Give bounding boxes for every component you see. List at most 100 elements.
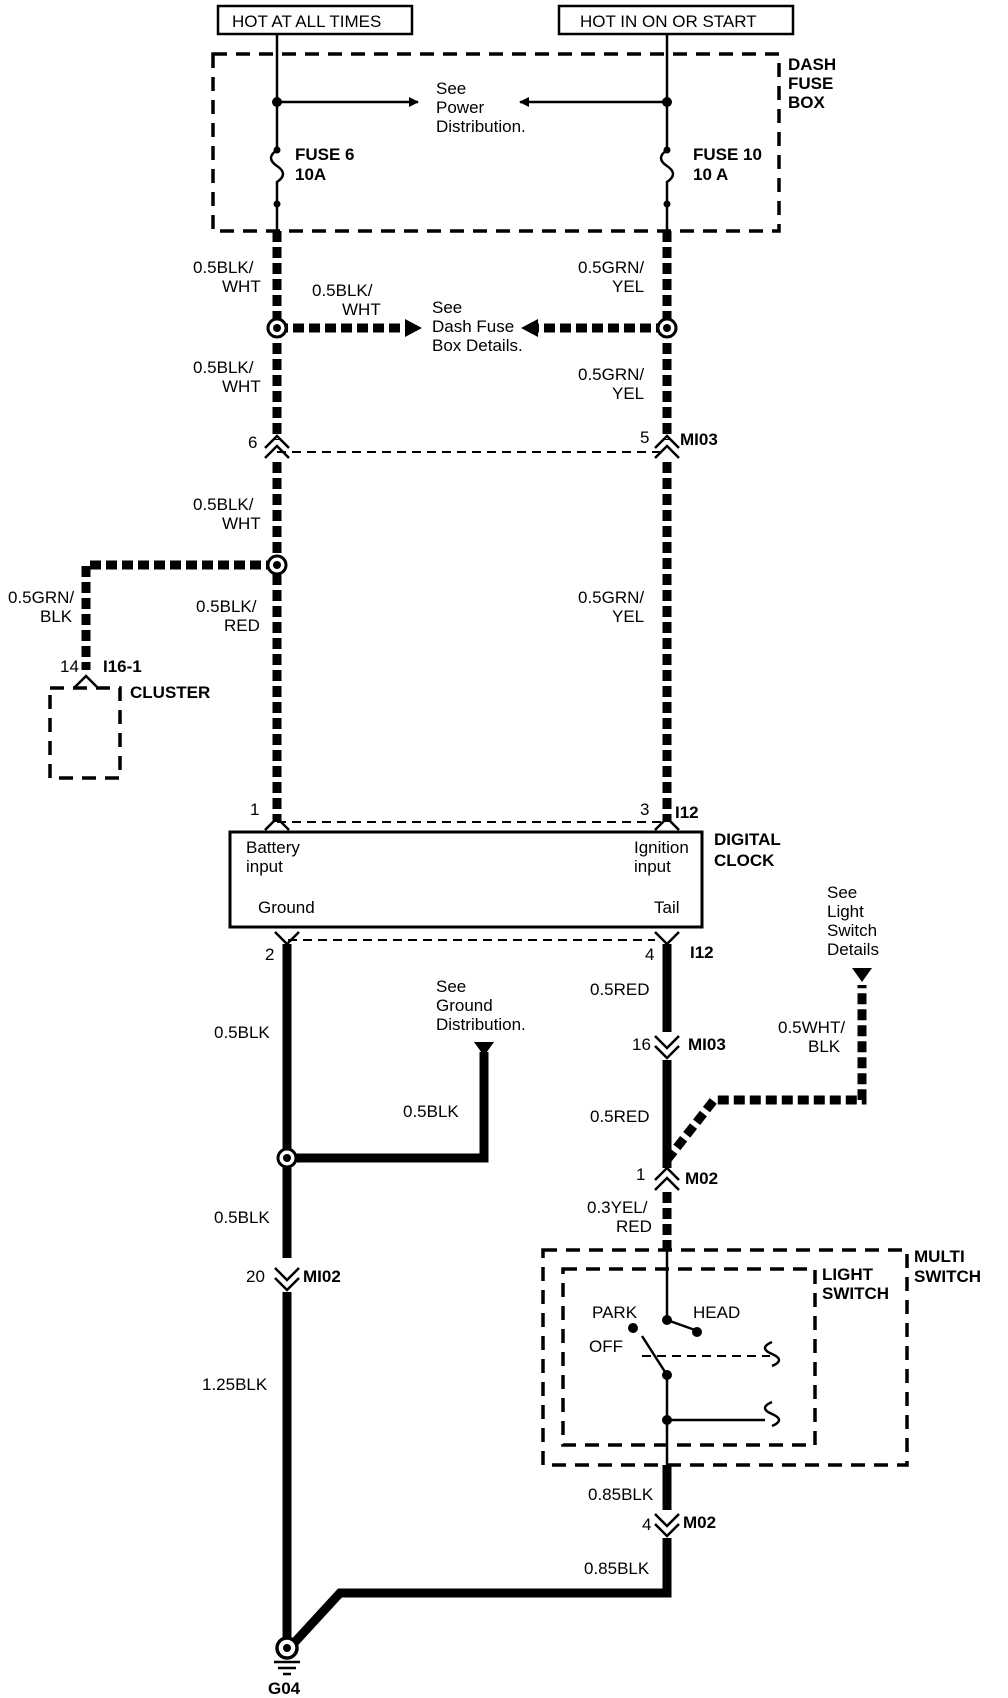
svg-text:BOX: BOX xyxy=(788,93,826,112)
connector-i12-bottom: 2 4 I12 xyxy=(265,931,714,964)
wire-085-blk-lower xyxy=(290,1538,672,1647)
svg-text:20: 20 xyxy=(246,1267,265,1286)
svg-text:LIGHT: LIGHT xyxy=(822,1265,874,1284)
svg-text:HEAD: HEAD xyxy=(693,1303,740,1322)
svg-text:FUSE: FUSE xyxy=(788,74,833,93)
svg-text:MI03: MI03 xyxy=(680,430,718,449)
svg-text:1: 1 xyxy=(636,1165,645,1184)
svg-text:CLOCK: CLOCK xyxy=(714,851,775,870)
connector-mi03-upper: 6 5 MI03 xyxy=(248,428,718,459)
svg-text:MI03: MI03 xyxy=(688,1035,726,1054)
svg-text:See: See xyxy=(436,79,466,98)
svg-text:FUSE 6: FUSE 6 xyxy=(295,145,355,164)
svg-text:I12: I12 xyxy=(690,943,714,962)
svg-text:WHT: WHT xyxy=(222,514,261,533)
svg-text:RED: RED xyxy=(616,1217,652,1236)
svg-text:16: 16 xyxy=(632,1035,651,1054)
svg-text:1: 1 xyxy=(250,800,259,819)
svg-text:SWITCH: SWITCH xyxy=(822,1284,889,1303)
svg-text:Switch: Switch xyxy=(827,921,877,940)
svg-text:HOT IN ON OR START: HOT IN ON OR START xyxy=(580,12,757,31)
digital-clock: Battery input Ignition input Ground Tail… xyxy=(228,830,781,929)
svg-text:See: See xyxy=(432,298,462,317)
multi-switch: MULTI SWITCH xyxy=(541,1247,981,1467)
svg-text:input: input xyxy=(246,857,283,876)
svg-text:0.5GRN/: 0.5GRN/ xyxy=(8,588,74,607)
svg-text:M02: M02 xyxy=(685,1169,718,1188)
power-distribution-note: See Power Distribution. xyxy=(436,79,526,136)
svg-text:Ground: Ground xyxy=(258,898,315,917)
svg-text:0.5RED: 0.5RED xyxy=(590,980,650,999)
header-hot-in-on-or-start: HOT IN ON OR START xyxy=(557,4,795,36)
svg-text:WHT: WHT xyxy=(222,377,261,396)
svg-text:M02: M02 xyxy=(683,1513,716,1532)
svg-text:WHT: WHT xyxy=(222,277,261,296)
svg-text:input: input xyxy=(634,857,671,876)
svg-text:1.25BLK: 1.25BLK xyxy=(202,1375,268,1394)
dash-fuse-box: DASH FUSE BOX xyxy=(211,52,836,233)
svg-text:0.5BLK: 0.5BLK xyxy=(214,1023,270,1042)
light-switch-contacts: PARK HEAD OFF xyxy=(589,1303,781,1428)
svg-text:Dash Fuse: Dash Fuse xyxy=(432,317,514,336)
svg-text:YEL: YEL xyxy=(612,607,644,626)
svg-text:0.5BLK/: 0.5BLK/ xyxy=(196,597,257,616)
svg-text:YEL: YEL xyxy=(612,277,644,296)
wire-blk-ground-dist xyxy=(287,1052,489,1163)
svg-text:BLK: BLK xyxy=(40,607,73,626)
svg-text:0.5WHT/: 0.5WHT/ xyxy=(778,1018,845,1037)
svg-text:OFF: OFF xyxy=(589,1337,623,1356)
connector-mi03-lower: 16 MI03 xyxy=(632,1035,726,1060)
svg-text:0.5BLK/: 0.5BLK/ xyxy=(193,258,254,277)
light-switch-details-note: See Light Switch Details xyxy=(827,883,879,959)
svg-text:G04: G04 xyxy=(268,1679,301,1698)
svg-text:0.5BLK/: 0.5BLK/ xyxy=(193,358,254,377)
connector-m02-top: 1 M02 xyxy=(636,1165,718,1191)
svg-text:3: 3 xyxy=(640,800,649,819)
svg-text:Distribution.: Distribution. xyxy=(436,1015,526,1034)
connector-mi02: 20 MI02 xyxy=(246,1267,341,1292)
svg-text:Tail: Tail xyxy=(654,898,680,917)
svg-text:HOT AT ALL TIMES: HOT AT ALL TIMES xyxy=(232,12,381,31)
svg-text:Distribution.: Distribution. xyxy=(436,117,526,136)
svg-text:5: 5 xyxy=(640,428,649,447)
wire-grn-blk xyxy=(81,560,277,670)
svg-text:0.5BLK: 0.5BLK xyxy=(214,1208,270,1227)
ground-g04: G04 xyxy=(268,1636,301,1698)
dash-fuse-details-note: See Dash Fuse Box Details. xyxy=(432,298,523,355)
svg-text:14: 14 xyxy=(60,657,79,676)
svg-text:DASH: DASH xyxy=(788,55,836,74)
svg-text:0.5BLK: 0.5BLK xyxy=(403,1102,459,1121)
light-switch: LIGHT SWITCH xyxy=(561,1265,889,1447)
svg-text:YEL: YEL xyxy=(612,384,644,403)
svg-text:SWITCH: SWITCH xyxy=(914,1267,981,1286)
svg-text:Ground: Ground xyxy=(436,996,493,1015)
connector-i16-1: 14 I16-1 xyxy=(60,657,142,689)
svg-text:4: 4 xyxy=(645,945,654,964)
ground-distribution-note: See Ground Distribution. xyxy=(436,977,526,1034)
svg-text:See: See xyxy=(827,883,857,902)
svg-text:Details: Details xyxy=(827,940,879,959)
svg-text:0.85BLK: 0.85BLK xyxy=(584,1559,650,1578)
connector-m02-bottom: 4 M02 xyxy=(642,1513,716,1538)
svg-text:0.5GRN/: 0.5GRN/ xyxy=(578,365,644,384)
svg-text:CLUSTER: CLUSTER xyxy=(130,683,210,702)
svg-text:PARK: PARK xyxy=(592,1303,638,1322)
connector-i12-top: 1 3 I12 xyxy=(250,800,699,831)
svg-text:Light: Light xyxy=(827,902,864,921)
svg-text:RED: RED xyxy=(224,616,260,635)
svg-text:4: 4 xyxy=(642,1515,651,1534)
svg-text:0.5BLK/: 0.5BLK/ xyxy=(193,495,254,514)
svg-text:Ignition: Ignition xyxy=(634,838,689,857)
svg-text:See: See xyxy=(436,977,466,996)
wire-wht-blk xyxy=(663,985,867,1163)
fuse-6: FUSE 6 10A xyxy=(269,145,355,208)
svg-text:Power: Power xyxy=(436,98,485,117)
svg-text:FUSE 10: FUSE 10 xyxy=(693,145,762,164)
svg-text:Box Details.: Box Details. xyxy=(432,336,523,355)
svg-text:WHT: WHT xyxy=(342,300,381,319)
svg-text:10A: 10A xyxy=(295,165,326,184)
svg-text:I16-1: I16-1 xyxy=(103,657,142,676)
svg-text:0.5RED: 0.5RED xyxy=(590,1107,650,1126)
fuse-10: FUSE 10 10 A xyxy=(659,145,762,208)
